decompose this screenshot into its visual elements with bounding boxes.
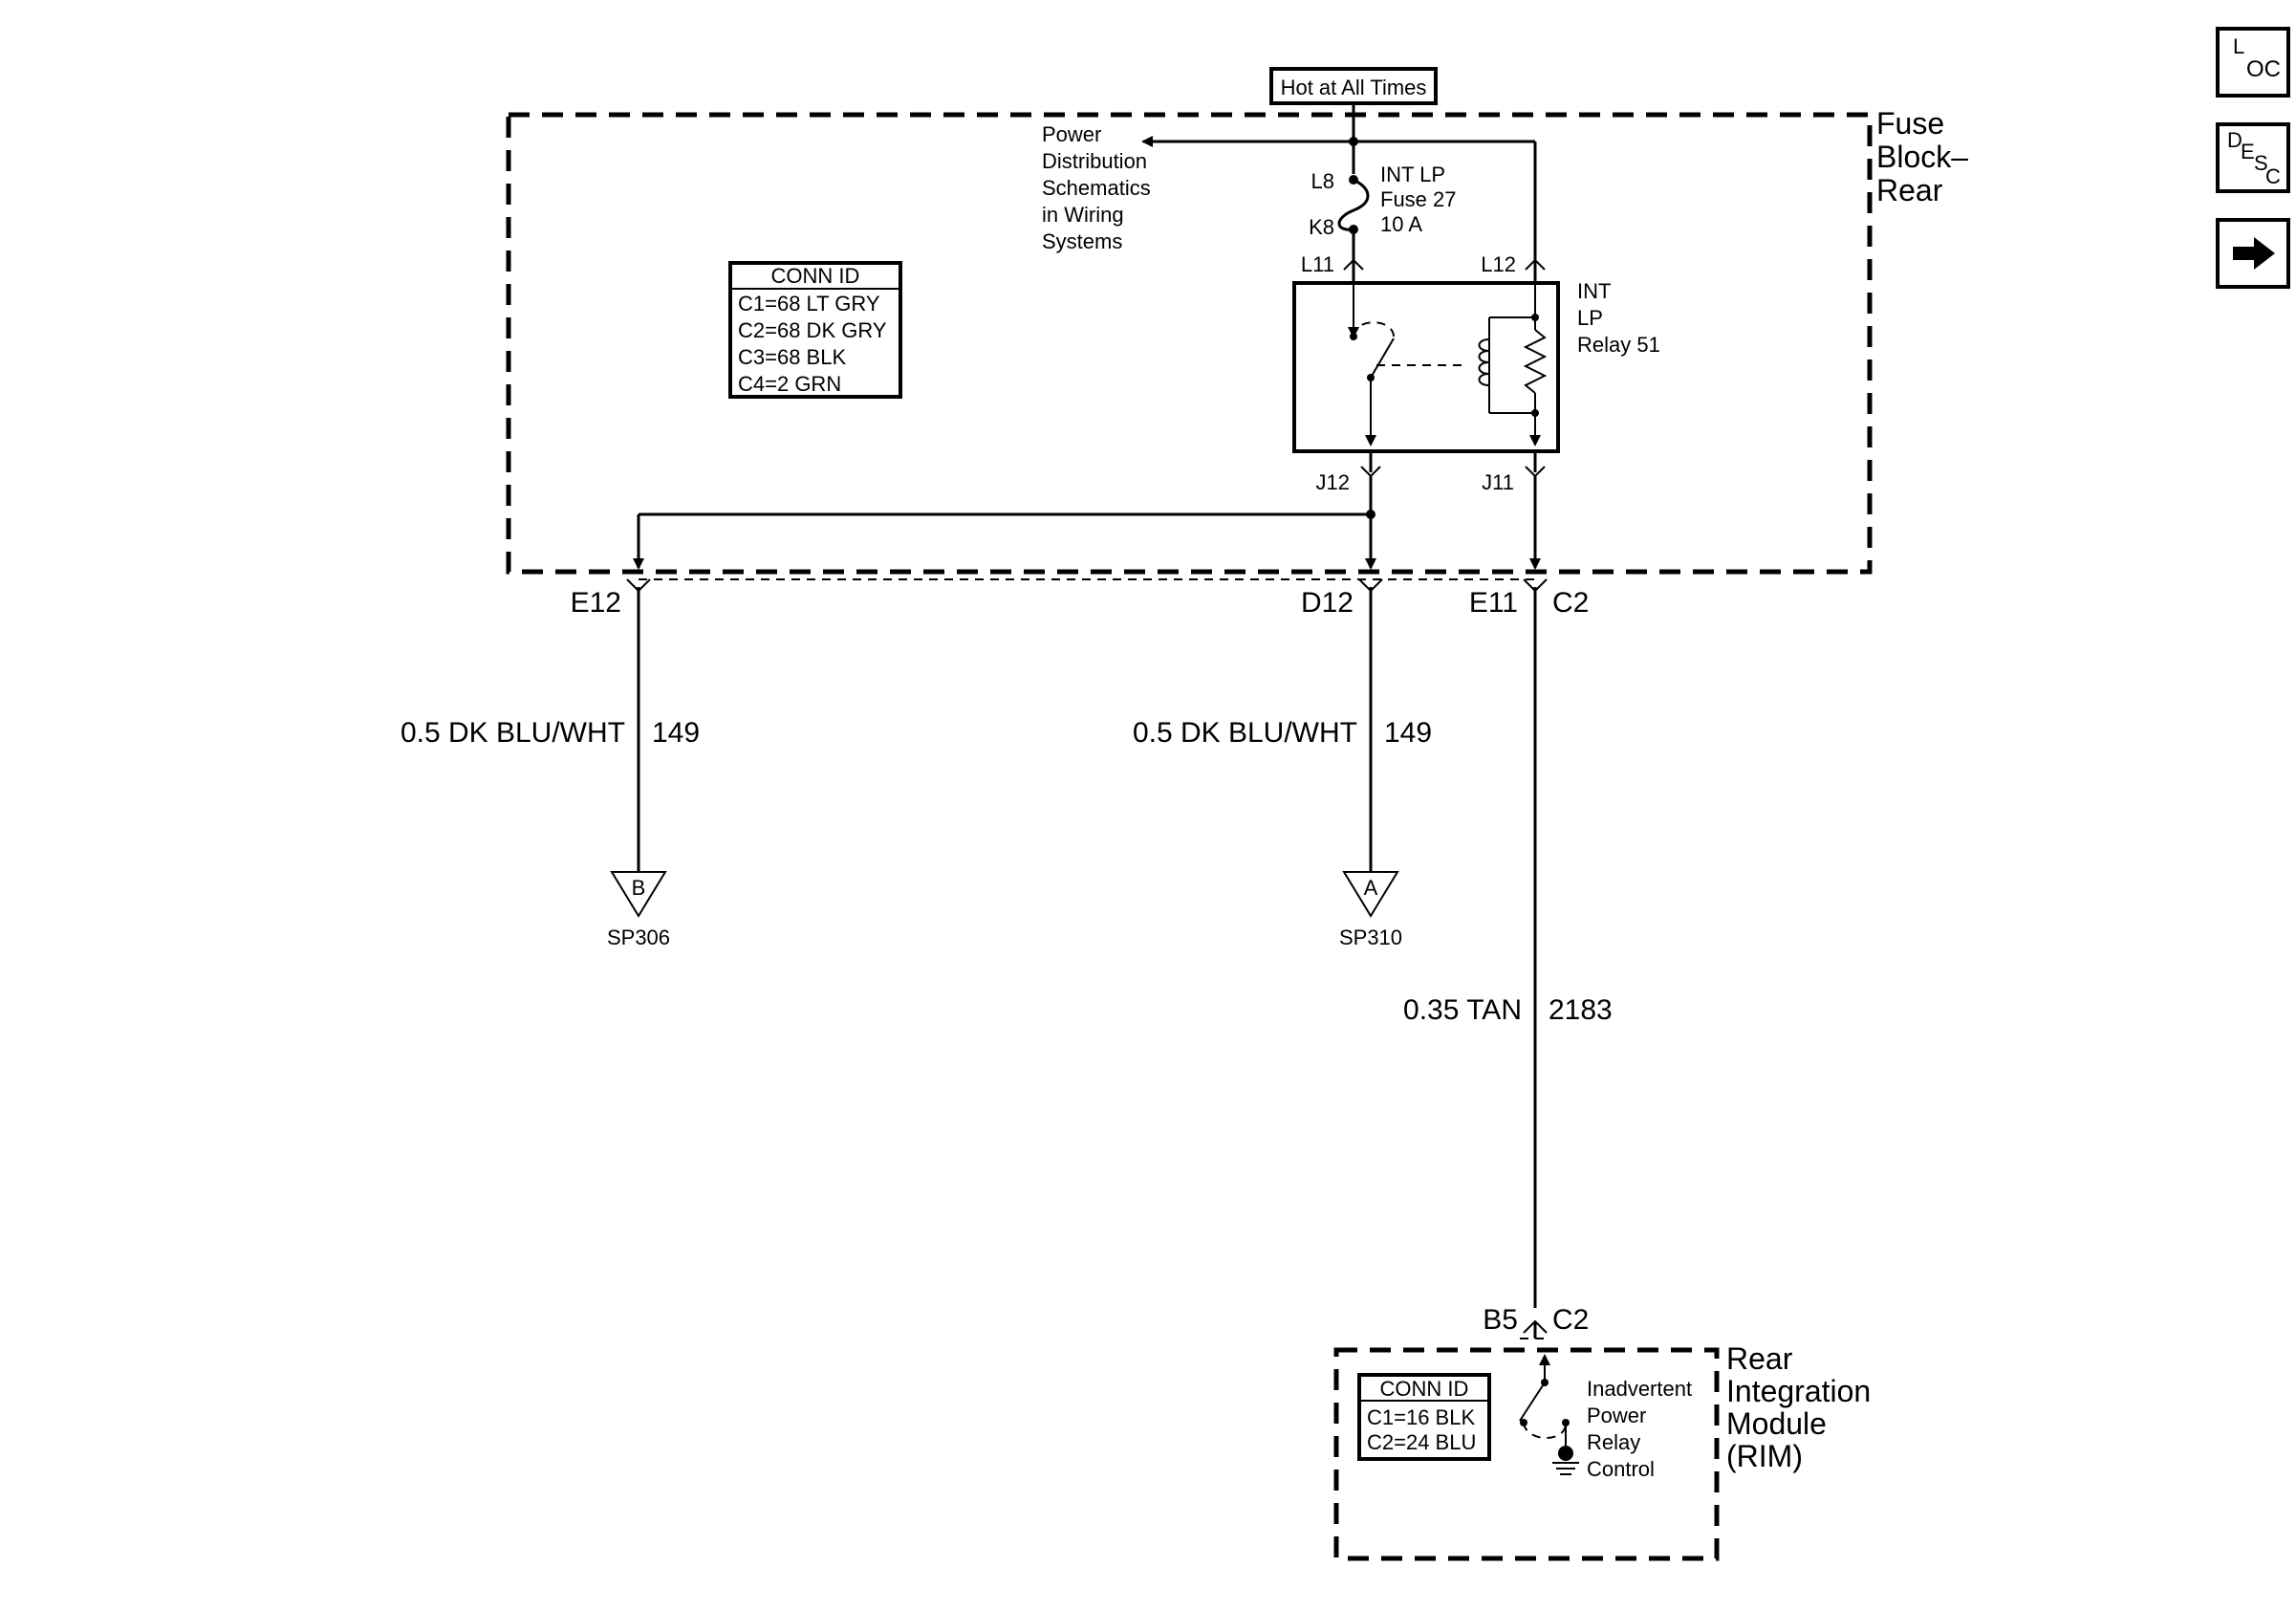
terminal-l12: L12 — [1481, 252, 1546, 276]
inadvertent-power-relay-switch — [1519, 1354, 1579, 1475]
splice-name: SP306 — [607, 925, 670, 949]
splice-letter: B — [632, 876, 646, 900]
rim-title-line: Integration — [1726, 1374, 1871, 1408]
loc-sub-letters: OC — [2246, 56, 2281, 82]
wire-middle-label: 0.5 DK BLU/WHT 149 — [1133, 717, 1432, 749]
fuse-label-line: INT LP — [1380, 163, 1445, 186]
conn-id-header: CONN ID — [1380, 1377, 1469, 1401]
terminal-l11-label: L11 — [1301, 252, 1334, 276]
conn-id-row: C4=2 GRN — [738, 372, 841, 396]
fuse-block-conn-id-table: CONN ID C1=68 LT GRY C2=68 DK GRY C3=68 … — [728, 261, 902, 399]
rim-control-line: Relay — [1587, 1430, 1640, 1454]
wire-circuit: 149 — [652, 717, 700, 749]
fuse-pin-l8: L8 — [1311, 169, 1334, 193]
rim-title-line: Module — [1726, 1406, 1827, 1441]
conn-id-row: C3=68 BLK — [738, 345, 846, 369]
relay-label-line: LP — [1577, 306, 1603, 330]
rim-title-line: (RIM) — [1726, 1439, 1803, 1473]
connector-c2-label: C2 — [1552, 587, 1589, 619]
conn-id-row: C2=68 DK GRY — [738, 318, 887, 342]
terminal-l11: L11 — [1301, 252, 1364, 276]
fuse-label-line: Fuse 27 — [1380, 187, 1457, 211]
fuse-block-title-line: Block– — [1876, 140, 1968, 174]
wire-spec: 0.35 TAN — [1403, 994, 1522, 1026]
terminal-j12-label: J12 — [1316, 470, 1350, 494]
rim-conn-label: C2 — [1552, 1304, 1589, 1336]
wire-circuit: 2183 — [1549, 994, 1613, 1026]
connector-d12-label: D12 — [1301, 587, 1354, 619]
rim-control-line: Control — [1587, 1457, 1655, 1481]
fuse-pin-k8: K8 — [1309, 215, 1334, 239]
relay-label-line: INT — [1577, 279, 1611, 303]
fuse-block-title-line: Rear — [1876, 173, 1943, 207]
splice-sp310: A SP310 — [1339, 871, 1402, 949]
loc-letter: L — [2233, 34, 2244, 58]
connector-d12: D12 — [1301, 578, 1383, 619]
rim-module-outline — [1333, 1347, 1720, 1561]
power-distribution-line: Distribution — [1042, 149, 1147, 173]
power-distribution-line: Schematics — [1042, 176, 1151, 200]
rim-title: Rear Integration Module (RIM) — [1726, 1341, 1871, 1473]
rim-conn-id-table: CONN ID C1=16 BLK C2=24 BLU — [1357, 1373, 1491, 1461]
desc-letter-s: S — [2254, 151, 2268, 175]
terminal-l12-label: L12 — [1481, 252, 1516, 276]
wire-spec: 0.5 DK BLU/WHT — [401, 717, 625, 749]
right-arrow-icon — [2233, 237, 2275, 270]
wire-right-label: 0.35 TAN 2183 — [1403, 994, 1613, 1026]
terminal-j11-label: J11 — [1482, 470, 1514, 494]
desc-letter-e: E — [2241, 140, 2255, 163]
connector-e12-label: E12 — [571, 587, 621, 619]
rim-pin-label: B5 — [1483, 1304, 1518, 1336]
connector-e11-c2: E11 C2 — [1469, 578, 1589, 619]
fuse-block-outline — [506, 112, 1873, 575]
conn-id-header: CONN ID — [771, 264, 860, 288]
rim-control-line: Inadvertent — [1587, 1377, 1692, 1401]
power-distribution-line: Power — [1042, 122, 1101, 146]
location-button[interactable]: L OC — [2216, 27, 2290, 98]
terminal-j11: J11 — [1482, 466, 1546, 494]
connector-e12: E12 — [571, 578, 651, 619]
conn-id-row: C1=68 LT GRY — [738, 292, 880, 316]
rim-control-line: Power — [1587, 1404, 1646, 1427]
terminal-j12: J12 — [1316, 466, 1381, 494]
wire-circuit: 149 — [1384, 717, 1432, 749]
next-page-button[interactable] — [2216, 218, 2290, 289]
conn-id-row: C1=16 BLK — [1367, 1405, 1475, 1429]
desc-letter-c: C — [2265, 164, 2281, 188]
splice-letter: A — [1364, 876, 1378, 900]
power-distribution-line: in Wiring — [1042, 203, 1124, 227]
fuse-block-title: Fuse Block– Rear — [1876, 106, 1968, 207]
desc-letter-d: D — [2227, 128, 2242, 152]
wire-spec: 0.5 DK BLU/WHT — [1133, 717, 1357, 749]
power-distribution-reference: Power Distribution Schematics in Wiring … — [1042, 122, 1151, 253]
power-source-text: Hot at All Times — [1281, 76, 1427, 99]
splice-name: SP310 — [1339, 925, 1402, 949]
fuse-label-line: 10 A — [1380, 212, 1422, 236]
wire-left-label: 0.5 DK BLU/WHT 149 — [401, 717, 700, 749]
rim-title-line: Rear — [1726, 1341, 1793, 1376]
power-source-label: Hot at All Times — [1269, 67, 1438, 105]
fuse-block-title-line: Fuse — [1876, 106, 1944, 141]
power-distribution-line: Systems — [1042, 229, 1122, 253]
conn-id-row: C2=24 BLU — [1367, 1430, 1476, 1454]
int-lp-relay: INT LP Relay 51 — [1292, 279, 1660, 453]
fuse-27: L8 K8 INT LP Fuse 27 10 A — [1309, 142, 1457, 270]
relay-label-line: Relay 51 — [1577, 333, 1660, 357]
rim-connector-b5-c2: B5 C2 — [1483, 1304, 1589, 1336]
splice-sp306: B SP306 — [607, 871, 670, 949]
connector-e11-label: E11 — [1469, 587, 1518, 619]
description-button[interactable]: D E S C — [2216, 122, 2290, 193]
inadvertent-power-relay-control-label: Inadvertent Power Relay Control — [1587, 1377, 1692, 1481]
